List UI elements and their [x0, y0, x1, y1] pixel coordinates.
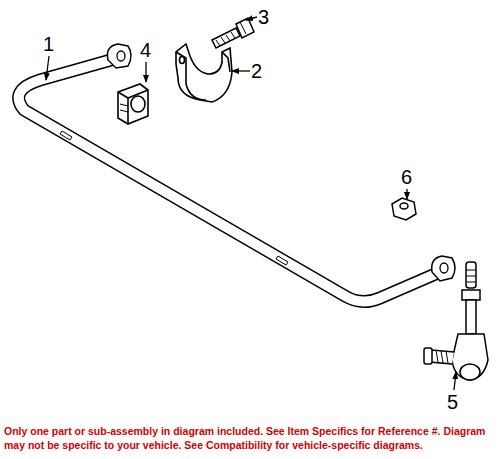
- callout-number: 2: [250, 61, 263, 81]
- stabilizer-link: [424, 262, 488, 380]
- bushing-bracket: [176, 44, 232, 102]
- stabilizer-bar: [19, 44, 455, 302]
- callout-number: 3: [257, 7, 270, 27]
- callout-number: 5: [446, 392, 459, 412]
- bolt: [212, 18, 254, 48]
- bushing: [118, 84, 148, 124]
- nut: [392, 198, 416, 220]
- callout-number: 4: [139, 40, 152, 60]
- leader-lines: [46, 17, 456, 390]
- callout-number: 1: [42, 34, 55, 54]
- disclaimer-note: Only one part or sub-assembly in diagram…: [4, 424, 496, 452]
- callout-number: 6: [400, 167, 413, 187]
